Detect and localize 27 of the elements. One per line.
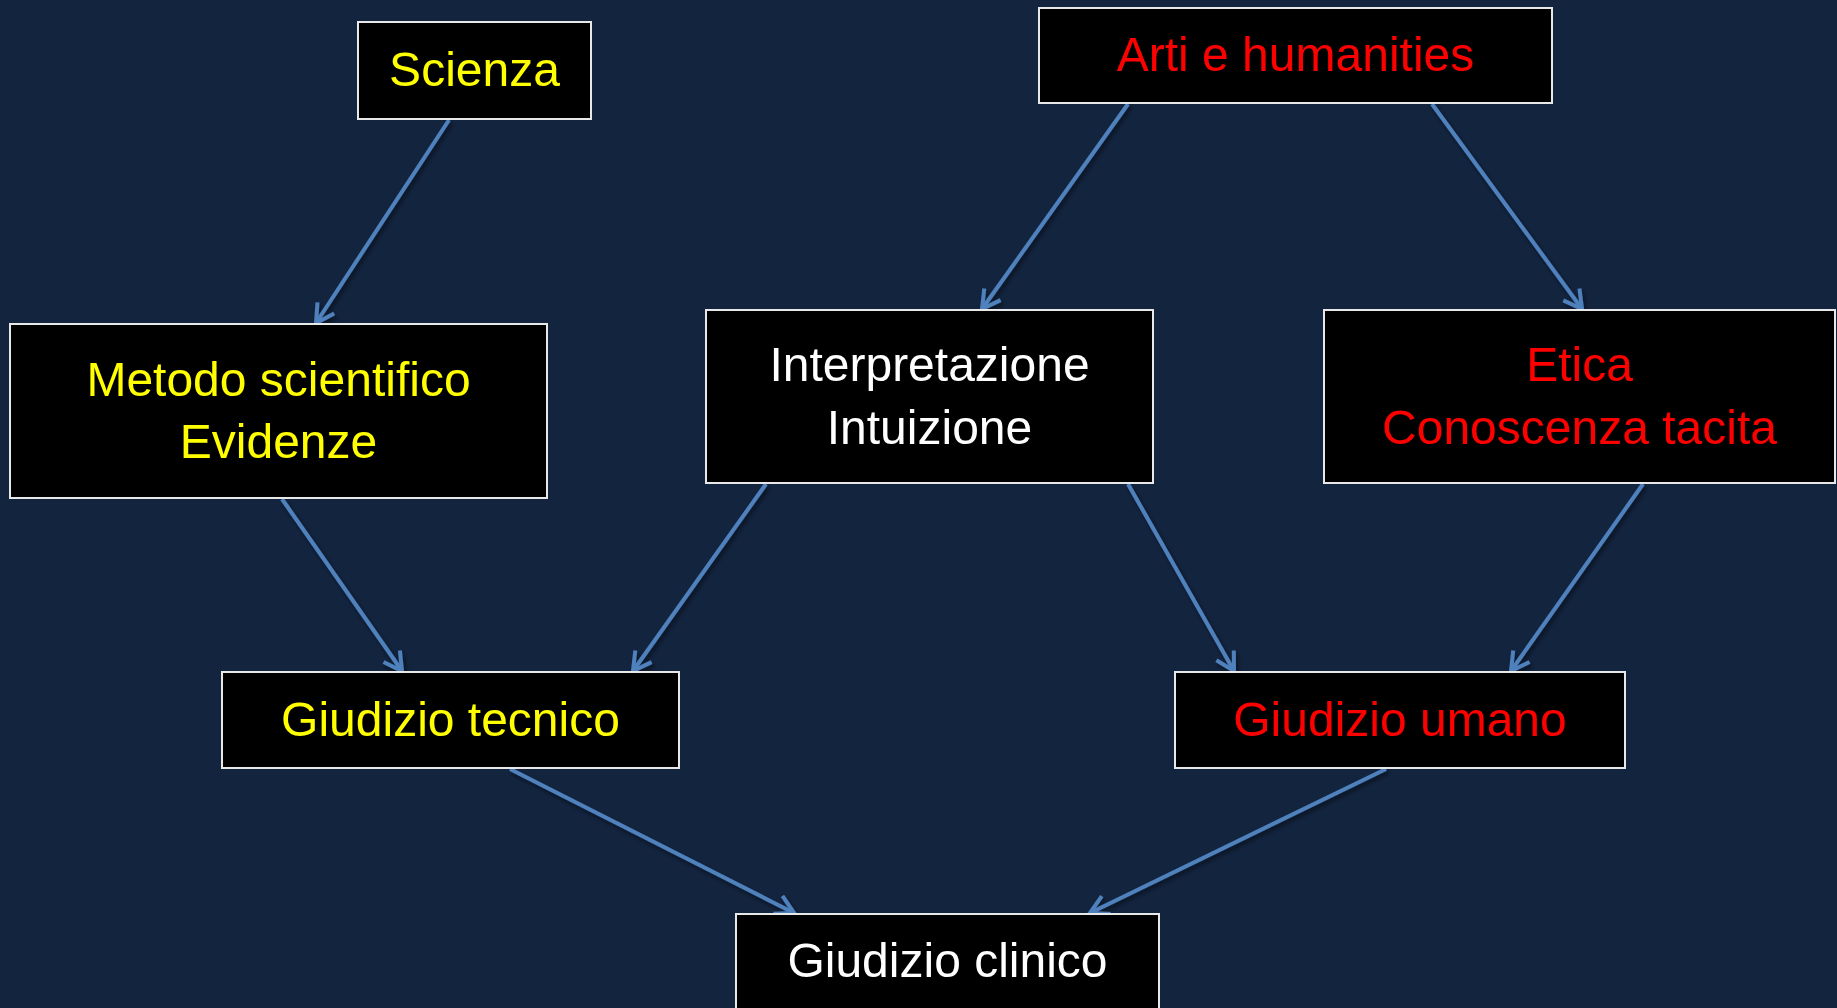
arrow (280, 497, 404, 673)
concept-label: Etica (1526, 337, 1633, 394)
concept-label: Metodo scientifico (86, 351, 471, 408)
arrow (509, 767, 796, 916)
arrow (314, 118, 451, 325)
concept-label: Giudizio umano (1233, 691, 1567, 748)
concept-box (357, 21, 592, 120)
concept-label: Arti e humanities (1116, 27, 1475, 84)
arrow (1509, 482, 1645, 673)
concept-box (1323, 309, 1836, 484)
concept-box (1174, 671, 1626, 769)
arrow (1126, 483, 1236, 673)
concept-box (735, 913, 1160, 1008)
arrow (631, 482, 768, 673)
arrow (1430, 102, 1584, 311)
concept-label: Scienza (389, 42, 560, 99)
concept-box (705, 309, 1154, 484)
concept-box (9, 323, 548, 499)
concept-label: Giudizio clinico (787, 933, 1108, 990)
concept-label: Evidenze (179, 414, 378, 470)
concept-box (221, 671, 680, 769)
concept-label: Giudizio tecnico (281, 691, 620, 748)
concept-label: Intuizione (826, 399, 1033, 456)
concept-box (1038, 7, 1553, 104)
concept-label: Interpretazione (769, 337, 1090, 394)
arrow (980, 102, 1130, 311)
concept-label: Conoscenza tacita (1382, 399, 1777, 456)
